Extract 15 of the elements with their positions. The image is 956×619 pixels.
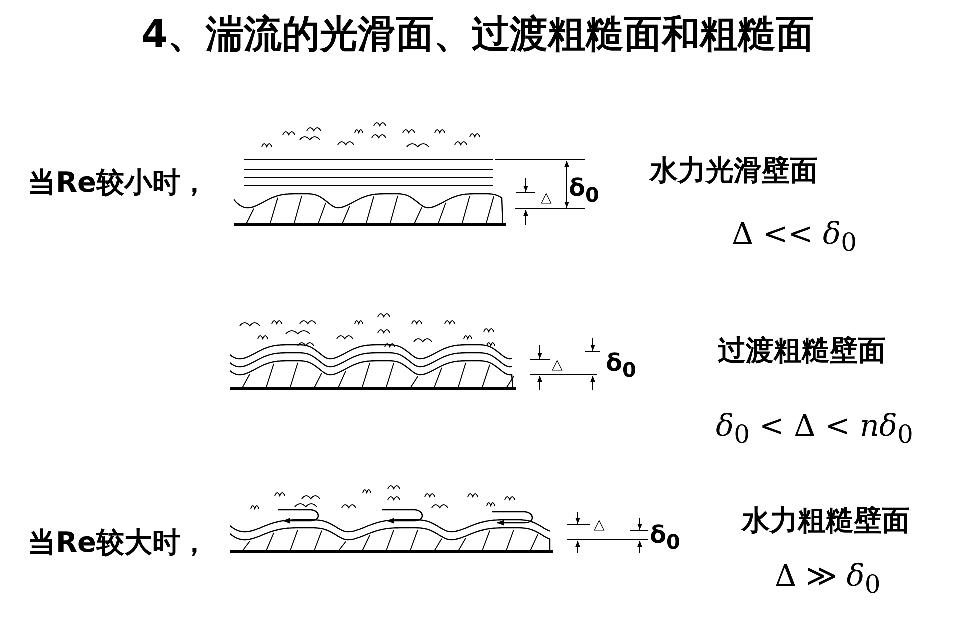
surface-type-label: 过渡粗糙壁面 xyxy=(718,336,886,367)
surface-type-label: 水力光滑壁面 xyxy=(650,156,818,187)
formula: Δ ≫ δ$_{0}$ xyxy=(775,560,881,598)
formula: δ$_{0}$ < Δ < nδ$_{0}$ xyxy=(716,410,914,448)
surface-type-label: 水力粗糙壁面 xyxy=(742,506,910,537)
roughness-symbol: △ xyxy=(552,358,563,374)
roughness-symbol: △ xyxy=(541,191,552,206)
roughness-symbol: △ xyxy=(594,518,605,534)
formula: Δ << δ$_{0}$ xyxy=(732,218,857,256)
layer-thickness-label: δ$_{0}$ xyxy=(650,522,680,553)
condition-text: 当Re较大时， xyxy=(28,528,209,559)
title: 4、湍流的光滑面、过渡粗糙面和粗糙面 xyxy=(140,14,816,56)
condition-text: 当Re较小时， xyxy=(28,168,209,199)
layer-thickness-label: δ$_{0}$ xyxy=(569,175,600,206)
layer-thickness-label: δ$_{0}$ xyxy=(606,350,636,381)
